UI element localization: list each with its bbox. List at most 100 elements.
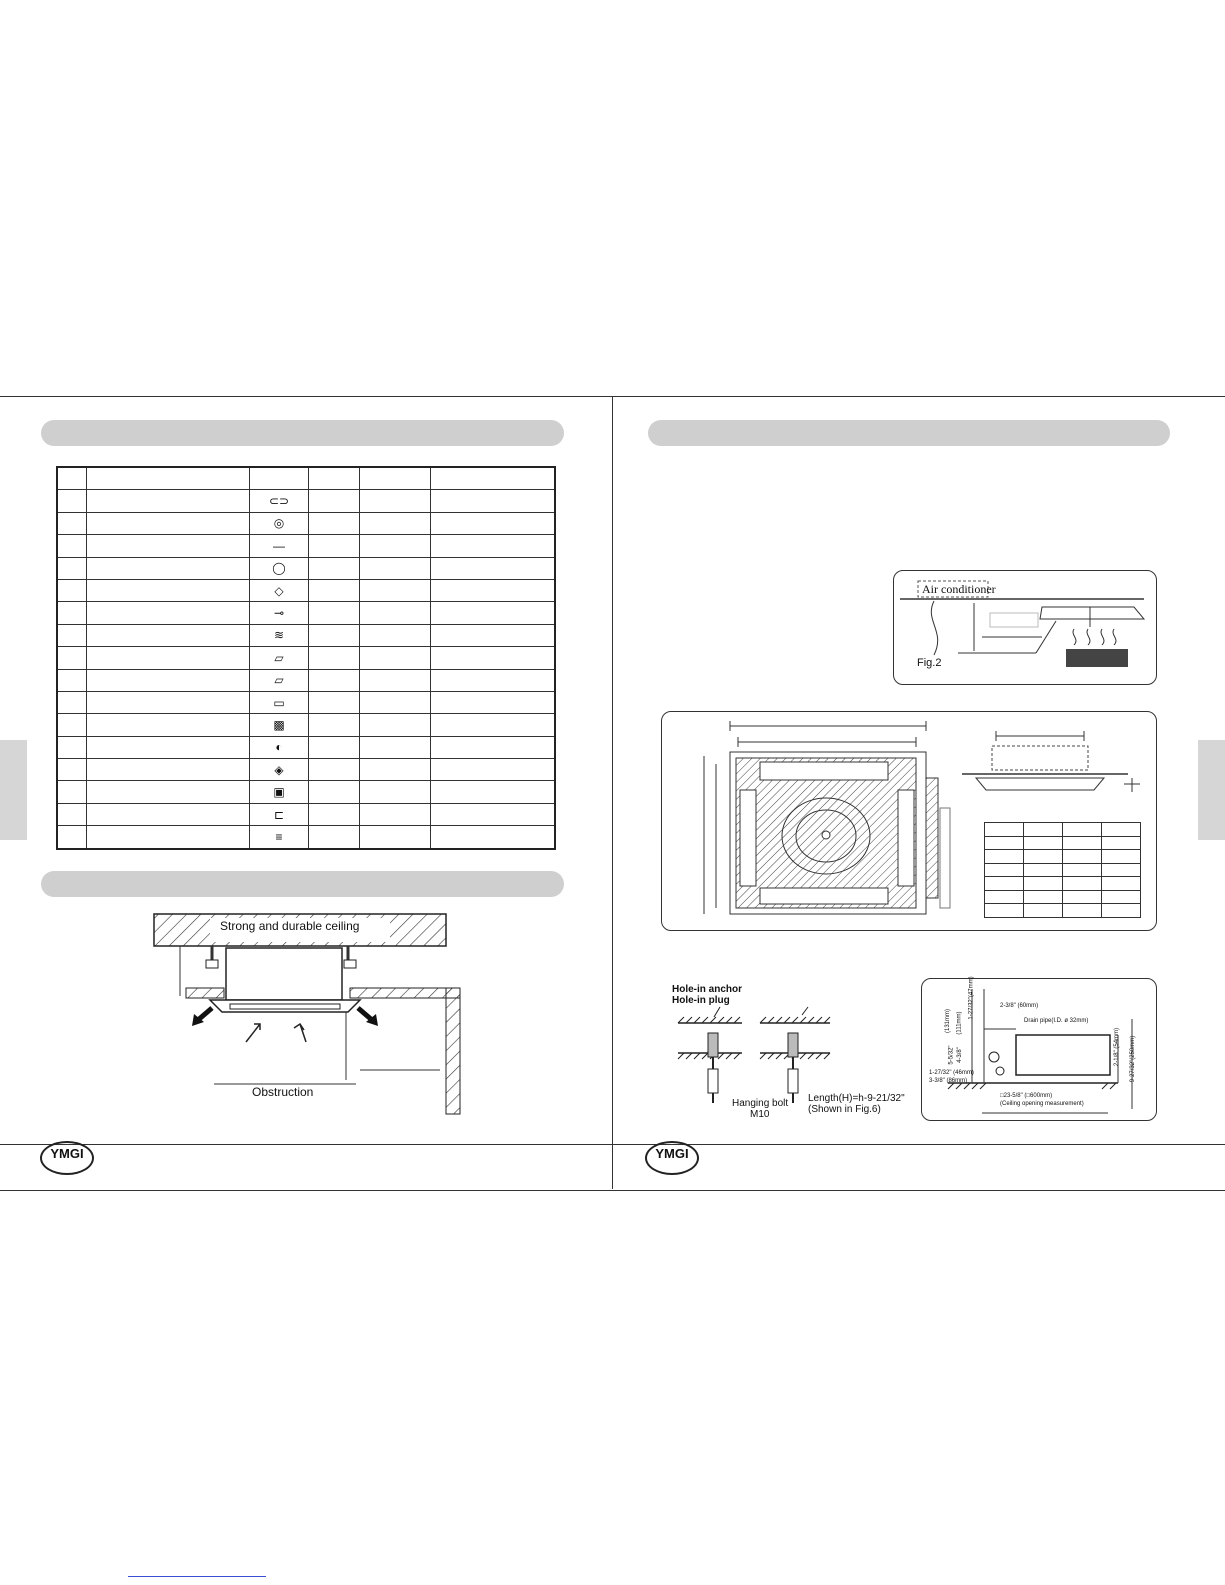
table-cell — [1101, 849, 1141, 864]
table-cell — [56, 578, 87, 603]
table-cell — [359, 489, 431, 513]
ceiling-opening-size-label: □23-5/8" (□600mm) — [1000, 1093, 1053, 1099]
cable-icon: ≡ — [249, 825, 309, 850]
table-cell — [359, 466, 431, 491]
table-cell — [1062, 862, 1102, 877]
table-cell — [430, 713, 556, 737]
table-cell — [430, 802, 556, 827]
table-row — [984, 889, 1141, 904]
drain-pipe-label: Drain pipe(I.D. ø 32mm) — [1024, 1018, 1089, 1024]
table-cell — [86, 735, 250, 760]
table-cell — [1062, 903, 1102, 918]
table-cell — [86, 758, 250, 782]
table-cell — [1023, 903, 1063, 918]
table-cell — [359, 646, 431, 670]
hole-in-plug-label: Hole-in plug — [672, 995, 730, 1006]
table-cell — [430, 646, 556, 670]
roll-icon: ◐ — [249, 735, 309, 760]
table-cell — [984, 903, 1024, 918]
page-divider — [612, 396, 613, 1189]
table-cell — [430, 601, 556, 625]
table-cell — [308, 646, 360, 670]
table-cell — [1101, 822, 1141, 837]
bolt-icon: ⊂⊃ — [249, 489, 309, 513]
ymgi-logo-right: YMGI — [645, 1141, 699, 1175]
rod-icon: — — [249, 534, 309, 558]
table-row: ◈ — [56, 758, 556, 782]
fig6-reference-label: (Shown in Fig.6) — [808, 1104, 881, 1115]
table-cell — [984, 862, 1024, 877]
table-cell — [430, 578, 556, 603]
dim-v1-label: (131mm) — [945, 1008, 952, 1034]
table-cell — [984, 889, 1024, 904]
table-cell — [1101, 889, 1141, 904]
table-cell — [308, 735, 360, 760]
table-cell — [308, 601, 360, 625]
table-row — [984, 876, 1141, 891]
table-cell — [1062, 849, 1102, 864]
table-cell — [86, 825, 250, 850]
tag-icon: ⊏ — [249, 802, 309, 827]
table-cell — [56, 758, 87, 782]
table-row: ⊂⊃ — [56, 489, 556, 513]
table-cell — [359, 578, 431, 603]
table-cell — [1062, 889, 1102, 904]
table-row — [984, 822, 1141, 837]
table-cell — [56, 623, 87, 648]
table-cell — [359, 735, 431, 760]
accessory-table: ⊂⊃◎—◯◇⊸≋▱▱▭▩◐◈▣⊏≡ — [56, 466, 556, 850]
table-cell — [56, 690, 87, 715]
table-cell — [308, 758, 360, 782]
unit-top-view — [703, 721, 951, 915]
table-cell — [1023, 822, 1063, 837]
fig2-label: Fig.2 — [917, 657, 942, 669]
table-row: ◎ — [56, 511, 556, 536]
table-cell — [984, 876, 1024, 891]
table-row: ≡ — [56, 825, 556, 850]
table-row — [984, 903, 1141, 918]
table-row: ⊏ — [56, 802, 556, 827]
table-row — [56, 466, 556, 491]
table-row — [984, 849, 1141, 864]
table-cell — [56, 735, 87, 760]
dim-h1-label: 1-27/32" (46mm) — [929, 1070, 974, 1076]
table-cell — [86, 646, 250, 670]
dim-v4-label: 5-5/32" — [948, 1045, 955, 1065]
footer-divider — [0, 1144, 1225, 1145]
table-cell — [86, 623, 250, 648]
dim-top-label: 2-3/8" (60mm) — [1000, 1003, 1039, 1009]
table-cell — [308, 690, 360, 715]
pad-icon: ▱ — [249, 646, 309, 670]
table-row: ◇ — [56, 578, 556, 603]
table-cell — [249, 466, 309, 491]
table-cell — [984, 835, 1024, 850]
dim-v2-label: (111mm) — [956, 1011, 963, 1035]
table-cell — [56, 534, 87, 558]
table-cell — [308, 713, 360, 737]
table-cell — [1101, 876, 1141, 891]
unit-side-view — [962, 731, 1140, 792]
bolt-size-label: M10 — [750, 1109, 770, 1120]
table-cell — [86, 668, 250, 692]
table-cell — [308, 556, 360, 580]
table-cell — [56, 802, 87, 827]
table-cell — [56, 601, 87, 625]
section-header-location — [648, 420, 1170, 446]
table-cell — [359, 780, 431, 804]
table-cell — [1023, 876, 1063, 891]
table-cell — [359, 623, 431, 648]
table-cell — [308, 780, 360, 804]
table-cell — [1023, 835, 1063, 850]
pad-icon: ▱ — [249, 668, 309, 692]
table-cell — [86, 578, 250, 603]
table-cell — [430, 735, 556, 760]
table-cell — [359, 690, 431, 715]
screw-icon: ⊸ — [249, 601, 309, 625]
coil-icon: ◎ — [249, 511, 309, 536]
table-cell — [56, 713, 87, 737]
table-row — [984, 835, 1141, 850]
table-cell — [86, 556, 250, 580]
table-cell — [1023, 862, 1063, 877]
dim-v5-label: 4-3/8" — [956, 1047, 963, 1063]
drain-dimension-diagram — [947, 989, 1133, 1114]
